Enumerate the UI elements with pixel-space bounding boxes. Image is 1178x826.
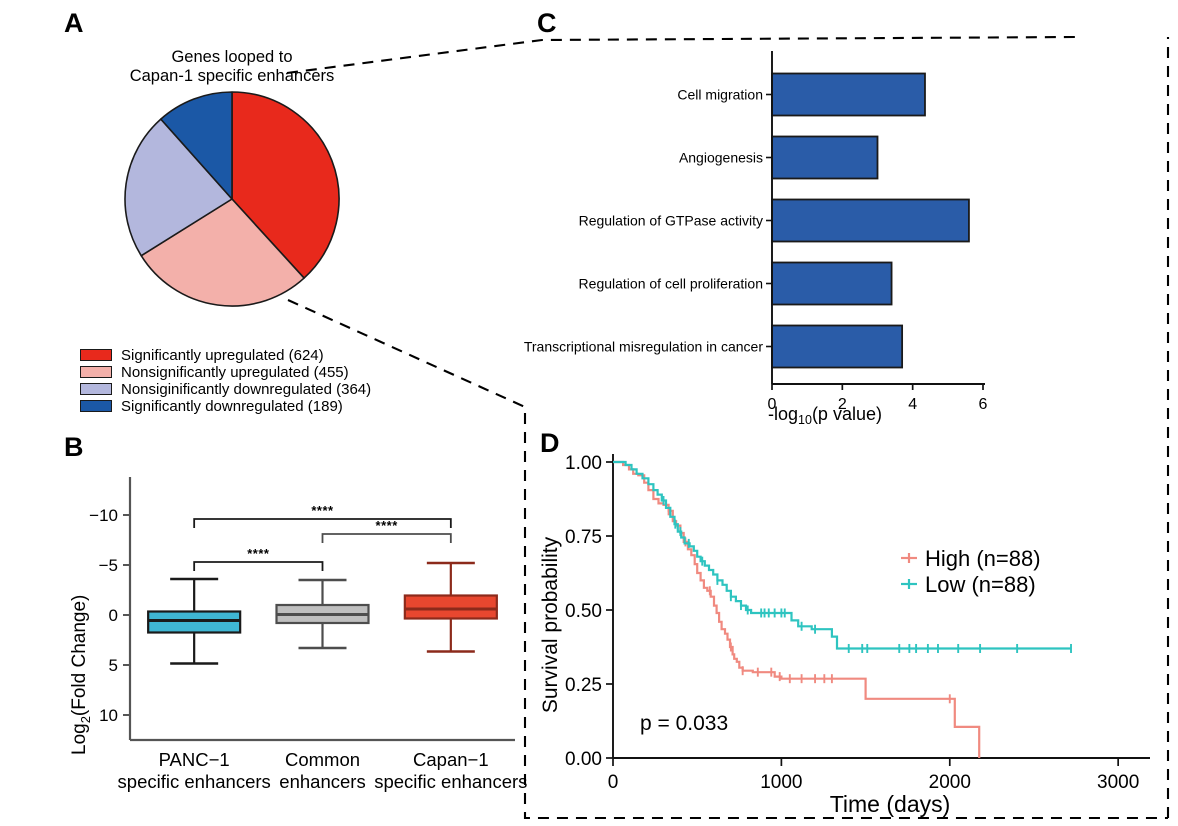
panel-a-title: Genes looped to Capan-1 specific enhance… <box>112 48 352 87</box>
pie-legend-label-1: Nonsignificantly upregulated (455) <box>121 363 349 381</box>
km-curves <box>613 460 1072 758</box>
bar-category-label-0: Cell migration <box>677 87 763 103</box>
panel-letter-b: B <box>64 432 84 462</box>
significance-bracket-1: **** <box>321 518 452 543</box>
pie-slice-significantly-downregulated <box>160 91 233 200</box>
significance-label: **** <box>247 546 270 561</box>
bar-axes: 0 2 4 6 <box>768 51 988 413</box>
boxplot-category-label-line1: Capan−1 <box>413 749 489 770</box>
pie-legend-swatch-1 <box>80 366 112 378</box>
pie-legend-item-0: Significantly upregulated (624) <box>80 346 400 364</box>
km-legend-label-1: Low (n=88) <box>925 572 1036 597</box>
boxplot-ytick-label: −10 <box>89 506 118 525</box>
bar-category-label-2: Regulation of GTPase activity <box>579 213 763 229</box>
panel-a-title-line2: Capan-1 specific enhancers <box>129 67 335 86</box>
bar-category-label-3: Regulation of cell proliferation <box>579 276 763 292</box>
km-xtick-label: 1000 <box>760 772 802 793</box>
km-ytick-label: 0.75 <box>565 527 602 548</box>
km-legend-label-0: High (n=88) <box>925 546 1041 571</box>
pie-legend-item-3: Significantly downregulated (189) <box>80 397 400 415</box>
pie-legend-item-1: Nonsignificantly upregulated (455) <box>80 363 400 381</box>
km-pvalue-annotation: p = 0.033 <box>640 712 728 735</box>
boxplot-category-label-line2: enhancers <box>279 771 365 792</box>
km-legend: High (n=88)Low (n=88) <box>901 546 1041 597</box>
pie-chart <box>124 91 340 307</box>
bar-category-label-4: Transcriptional misregulation in cancer <box>524 339 763 355</box>
pie-legend-label-3: Significantly downregulated (189) <box>121 397 343 415</box>
bar-4 <box>771 324 904 369</box>
boxplot-category-label-line2: specific enhancers <box>118 771 271 792</box>
bar-xtick-label: 2 <box>838 396 847 413</box>
bar-xtick-label: 4 <box>908 396 917 413</box>
bar-xtick-label: 6 <box>979 396 988 413</box>
boxplot-box-0 <box>147 577 242 665</box>
km-xtick-label: 3000 <box>1097 772 1139 793</box>
km-series-1 <box>613 460 1072 653</box>
km-axes: 1.00 0.75 0.50 0.25 0.00 0 1000 2000 3000 <box>565 453 1150 793</box>
bar-1 <box>771 135 879 180</box>
pie-slice-significantly-upregulated <box>231 91 340 279</box>
significance-label: **** <box>311 503 334 518</box>
km-ytick-label: 0.50 <box>565 601 602 622</box>
boxplot-ytick-label: 5 <box>109 656 118 675</box>
panel-letter-d: D <box>540 428 560 458</box>
boxplot-axes: 10 5 0 −5 −10 <box>89 477 515 742</box>
pie-legend-label-2: Nonsiginificantly downregulated (364) <box>121 380 372 398</box>
bar-bars <box>771 72 970 369</box>
boxplot-ytick-label: 10 <box>99 706 118 725</box>
km-xtick-label: 2000 <box>929 772 971 793</box>
pie-legend-swatch-2 <box>80 383 112 395</box>
km-ytick-label: 0.25 <box>565 675 602 696</box>
boxplot-category-label-line1: Common <box>285 749 360 770</box>
boxplot-boxes <box>147 561 498 665</box>
bar-xtick-label: 0 <box>768 396 777 413</box>
survival-curve-chart: Survival probability 1.00 0.75 0.50 0.25 0.0… <box>539 453 1150 817</box>
significance-bracket-2: **** <box>193 503 452 528</box>
pie-slices <box>124 91 340 307</box>
panel-c-xlabel: -log10(p value) <box>768 404 882 427</box>
panel-b-ylabel: Log2(Fold Change) <box>69 595 93 755</box>
bar-category-label-1: Angiogenesis <box>679 150 763 166</box>
km-legend-item-1: Low (n=88) <box>901 572 1036 597</box>
significance-label: **** <box>376 518 399 533</box>
boxplot-category-label-line2: specific enhancers <box>374 771 527 792</box>
boxplot-significance-brackets: **** **** **** <box>193 503 452 571</box>
pie-legend-label-0: Significantly upregulated (624) <box>121 346 324 364</box>
pie-legend: Significantly upregulated (624)Nonsignif… <box>80 347 400 415</box>
panel-d-xlabel: Time (days) <box>830 791 951 817</box>
pie-slice-nonsiginificantly-downregulated <box>124 118 233 257</box>
panel-letter-c: C <box>537 8 557 38</box>
pie-legend-item-2: Nonsiginificantly downregulated (364) <box>80 380 400 398</box>
panel-a-title-line1: Genes looped to <box>171 48 293 66</box>
bar-3 <box>771 261 893 306</box>
bar-0 <box>771 72 926 117</box>
bar-2 <box>771 198 970 243</box>
boxplot-box-1 <box>275 578 370 650</box>
pie-legend-swatch-0 <box>80 349 112 361</box>
panel-d-ylabel: Survival probability <box>539 536 562 713</box>
pie-slice-nonsignificantly-upregulated <box>140 198 305 307</box>
km-legend-item-0: High (n=88) <box>901 546 1041 571</box>
km-xtick-label: 0 <box>608 772 619 793</box>
boxplot-category-label-line1: PANC−1 <box>159 749 230 770</box>
km-ytick-label: 1.00 <box>565 453 602 474</box>
boxplot-ytick-label: 0 <box>109 606 118 625</box>
panel-letter-a: A <box>64 8 84 38</box>
km-series-0 <box>613 460 981 758</box>
boxplot-box-2 <box>403 561 498 653</box>
km-ytick-label: 0.00 <box>565 749 602 770</box>
boxplot-ytick-label: −5 <box>99 556 118 575</box>
pie-legend-swatch-3 <box>80 400 112 412</box>
significance-bracket-0: **** <box>193 546 324 571</box>
